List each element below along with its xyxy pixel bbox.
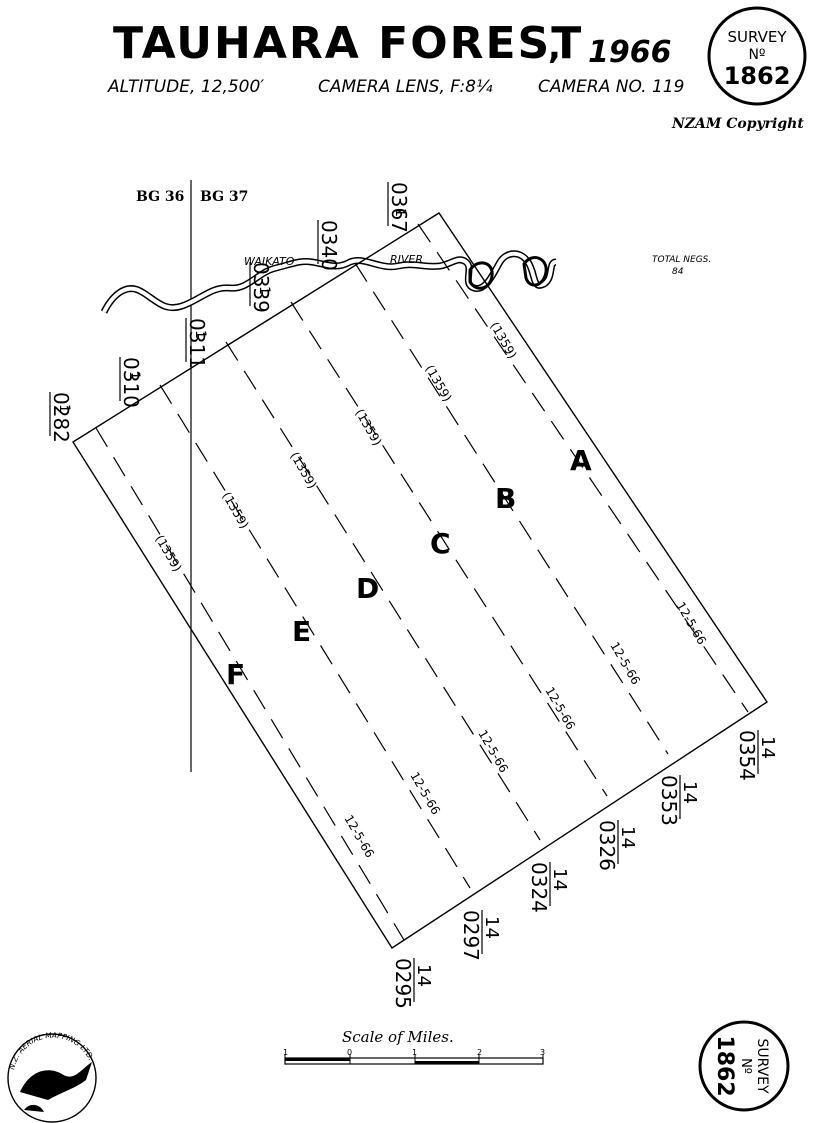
svg-text:0353: 0353	[657, 775, 681, 826]
svg-text:0354: 0354	[735, 730, 759, 781]
svg-text:0339: 0339	[249, 262, 273, 313]
waikato-river	[100, 250, 557, 314]
start-frame-c: 0339 1	[249, 262, 273, 313]
svg-text:0340: 0340	[317, 220, 341, 271]
start-frame-f: 0282 1	[49, 392, 73, 443]
scale-bar	[284, 1054, 544, 1065]
end-frame-f: 0295 14	[391, 958, 434, 1009]
svg-text:0297: 0297	[459, 910, 483, 961]
strip-line-a	[417, 223, 749, 713]
nz-aerial-mapping-logo: N.Z. AERIAL MAPPING LTD.	[7, 1031, 97, 1123]
svg-text:0367: 0367	[387, 182, 411, 233]
svg-text:0295: 0295	[391, 958, 415, 1009]
sheet-label-left: BG 36	[136, 189, 184, 205]
end-frame-c: 0326 14	[595, 820, 638, 871]
svg-text:14: 14	[757, 736, 778, 759]
strip-height-e: (1359)	[219, 490, 251, 532]
scale-tick-1: 1	[412, 1048, 417, 1057]
river-label-river: RIVER	[390, 253, 423, 266]
flight-strip-lines	[95, 223, 749, 941]
altitude-label: ALTITUDE, 12,500′	[107, 77, 264, 97]
svg-text:1: 1	[392, 208, 408, 217]
scale-title: Scale of Miles.	[342, 1028, 454, 1046]
svg-text:0324: 0324	[527, 862, 551, 913]
svg-text:1862: 1862	[712, 1035, 737, 1096]
svg-text:1: 1	[256, 286, 272, 295]
lens-label: CAMERA LENS, F:8¼	[318, 77, 493, 97]
end-frame-e: 0297 14	[459, 910, 502, 961]
svg-text:Nº: Nº	[738, 1058, 753, 1074]
strip-height-d: (1359)	[287, 450, 319, 492]
start-frame-b: 0340	[317, 220, 341, 271]
strip-date-f: 12-5-66	[341, 813, 377, 861]
svg-text:0326: 0326	[595, 820, 619, 871]
strip-letter-f: F	[226, 658, 245, 691]
end-frame-b: 0353 14	[657, 775, 700, 826]
strip-letter-b: B	[495, 482, 516, 515]
strip-height-f: (1359)	[152, 533, 184, 575]
scale-tick-1-left: 1	[283, 1048, 288, 1057]
strip-letter-e: E	[292, 615, 311, 648]
svg-text:Nº: Nº	[748, 47, 765, 63]
map-title: TAUHARA FOREST	[113, 18, 583, 69]
strip-height-c: (1359)	[352, 407, 384, 449]
svg-text:14: 14	[413, 964, 434, 987]
strip-date-c: 12-5-66	[542, 685, 578, 733]
start-frame-a: 0367 1	[387, 182, 411, 233]
river-label-waikato: WAIKATO	[244, 255, 295, 268]
svg-text:SURVEY: SURVEY	[727, 28, 787, 46]
start-frame-e: 0310 1	[119, 357, 143, 408]
strip-letter-a: A	[570, 444, 592, 477]
flight-block-outline	[72, 212, 768, 949]
sheet-label-right: BG 37	[200, 189, 248, 205]
svg-text:0311: 0311	[185, 318, 209, 369]
strip-letter-d: D	[356, 572, 379, 605]
svg-text:14: 14	[549, 868, 570, 891]
strip-line-c	[290, 301, 608, 797]
svg-text:14: 14	[679, 781, 700, 804]
copyright-note: NZAM Copyright	[671, 116, 804, 132]
strip-line-e	[159, 384, 471, 889]
svg-text:14: 14	[617, 826, 638, 849]
total-negs-count: 84	[672, 267, 684, 277]
strip-line-b	[354, 262, 669, 755]
svg-text:0310: 0310	[119, 357, 143, 408]
svg-text:0282: 0282	[49, 392, 73, 443]
survey-year: 1966	[588, 35, 672, 70]
strip-date-e: 12-5-66	[407, 770, 443, 818]
svg-text:1862: 1862	[724, 62, 791, 90]
strip-date-b: 12-5-66	[607, 640, 643, 688]
svg-text:14: 14	[481, 916, 502, 939]
end-frame-d: 0324 14	[527, 862, 570, 913]
svg-text:1: 1	[56, 404, 72, 413]
strip-line-f	[95, 427, 405, 941]
end-frame-a: 0354 14	[735, 730, 778, 781]
svg-text:1: 1	[126, 371, 142, 380]
strip-height-b: (1359)	[422, 363, 454, 405]
survey-stamp-top: SURVEY Nº 1862	[707, 6, 807, 106]
survey-stamp-bottom: SURVEY Nº 1862	[698, 1020, 790, 1112]
total-negs-label: TOTAL NEGS.	[652, 255, 711, 265]
scale-tick-3: 3	[540, 1048, 545, 1057]
strip-letter-c: C	[430, 527, 451, 560]
strip-line-d	[225, 341, 541, 841]
camera-label: CAMERA NO. 119	[538, 77, 684, 97]
strip-date-d: 12-5-66	[475, 728, 511, 776]
title-comma: ,	[548, 27, 561, 67]
scale-tick-2: 2	[477, 1048, 482, 1057]
svg-text:1: 1	[192, 330, 208, 339]
svg-text:N.Z. AERIAL MAPPING LTD.: N.Z. AERIAL MAPPING LTD.	[7, 1031, 96, 1071]
start-frame-d: 0311 1	[185, 318, 209, 369]
scale-tick-0: 0	[347, 1048, 352, 1057]
svg-text:SURVEY: SURVEY	[754, 1038, 770, 1094]
